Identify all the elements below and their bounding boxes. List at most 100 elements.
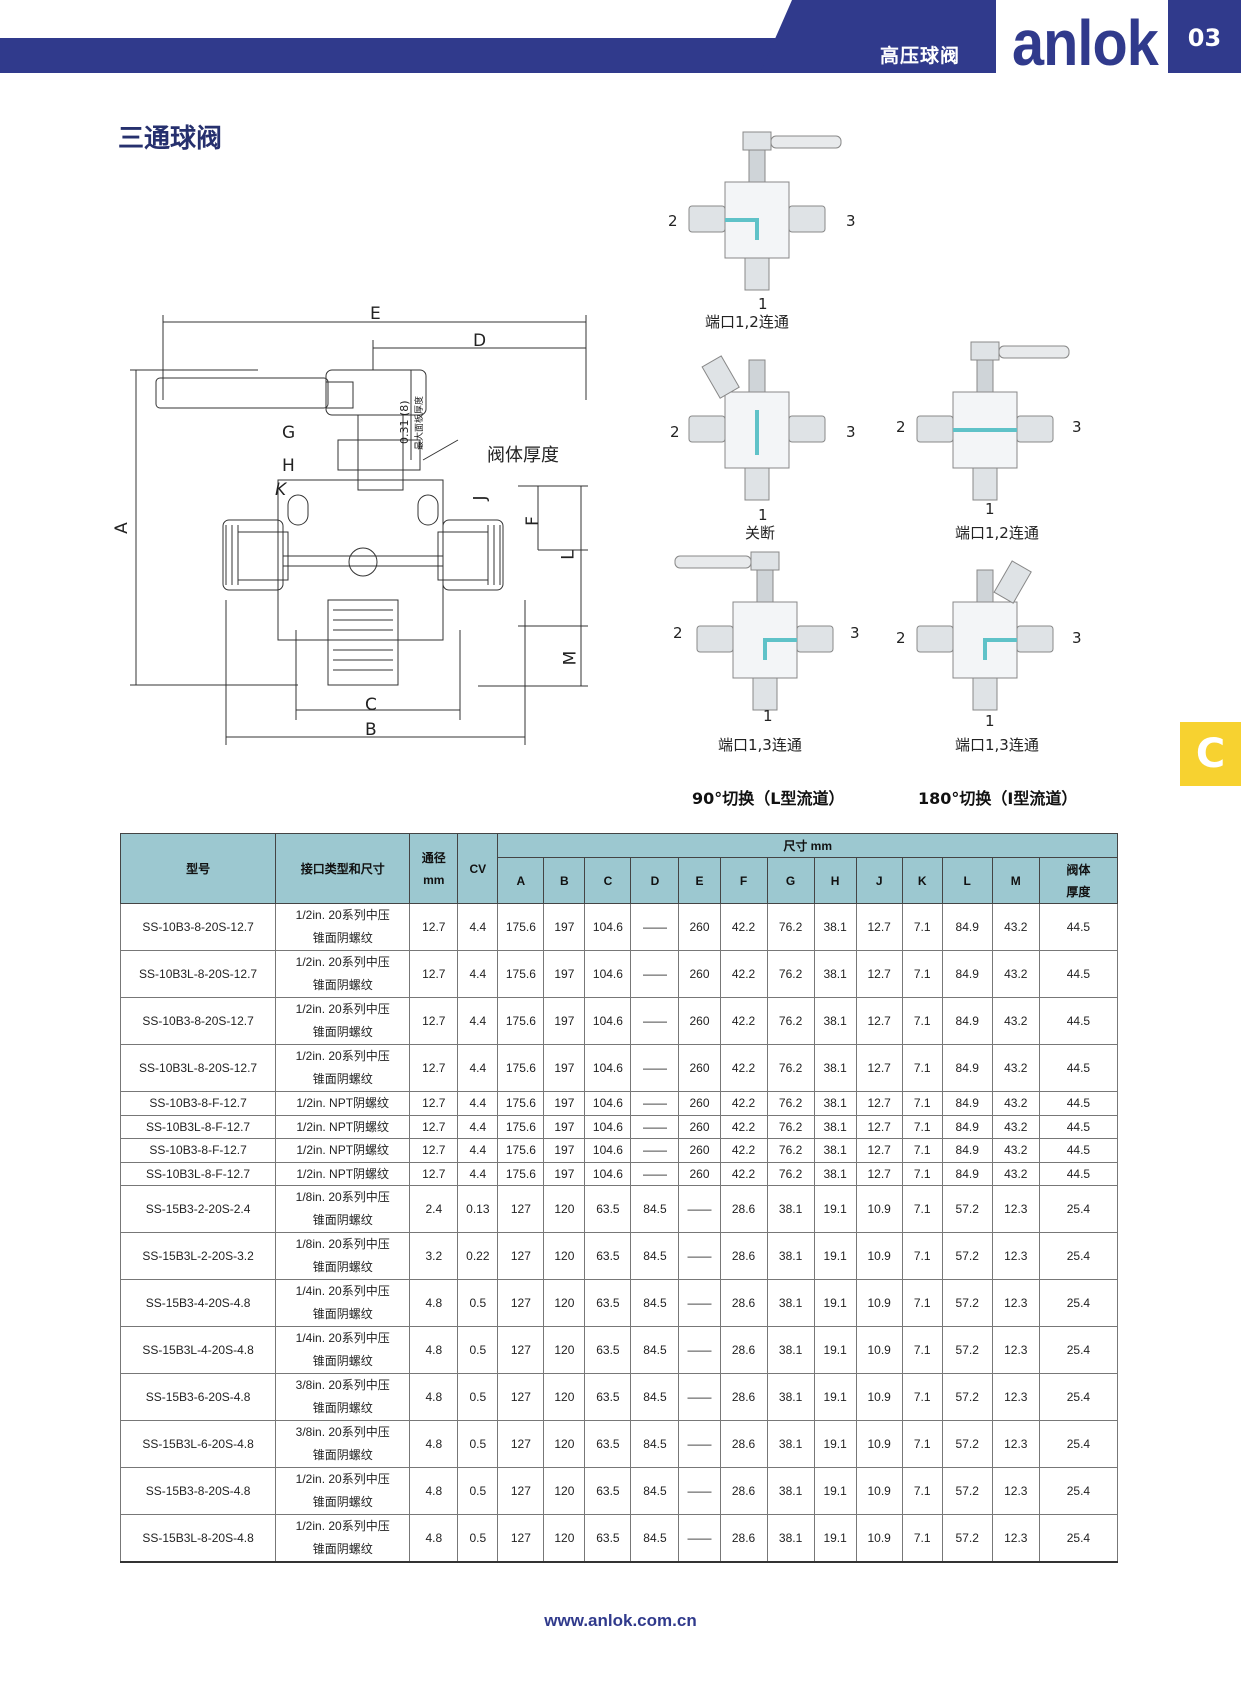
switch-label-90: 90°切换（L型流道） (692, 789, 845, 808)
cell-bore: 4.8 (409, 1420, 459, 1468)
valve-3-port-bottom: 1 (985, 500, 995, 518)
cell-dim: —— (630, 1114, 680, 1139)
cell-model: SS-10B3L-8-20S-12.7 (119, 1044, 277, 1092)
cell-dim: 175.6 (497, 1161, 545, 1186)
cell-connection-line1: 1/2in. NPT阴螺纹 (296, 1119, 390, 1134)
cell-dim: 12.7 (855, 997, 903, 1045)
cell-dim: —— (630, 1138, 680, 1163)
page-number: 03 (1168, 0, 1241, 73)
cell-dim: 12.3 (991, 1514, 1040, 1563)
valve-5-port-bottom: 1 (985, 712, 995, 730)
valve-2-port-bottom: 1 (758, 506, 768, 524)
cell-cv: 4.4 (457, 1044, 499, 1092)
cell-connection: 1/2in. 20系列中压锥面阴螺纹 (275, 950, 411, 998)
cell-dim: 12.7 (855, 1138, 903, 1163)
cell-connection: 1/2in. NPT阴螺纹 (275, 1091, 411, 1116)
cell-connection: 1/4in. 20系列中压锥面阴螺纹 (275, 1326, 411, 1374)
cell-bore: 4.8 (409, 1326, 459, 1374)
cell-body-thickness: 44.5 (1038, 1114, 1119, 1139)
cell-dim: 84.5 (630, 1326, 680, 1374)
cell-dim: —— (678, 1467, 721, 1515)
dim-label-g: G (282, 423, 296, 443)
cell-dim: 104.6 (584, 997, 632, 1045)
cell-model: SS-15B3L-8-20S-4.8 (119, 1514, 277, 1563)
valve-4-port-right: 3 (850, 624, 860, 642)
cell-dim: 7.1 (901, 1467, 943, 1515)
cell-dim: 127 (497, 1232, 545, 1280)
cell-bore: 4.8 (409, 1514, 459, 1563)
cell-dim: 43.2 (991, 950, 1040, 998)
cell-dim: 12.3 (991, 1420, 1040, 1468)
cell-dim: 175.6 (497, 997, 545, 1045)
valve-5-caption: 端口1,3连通 (955, 736, 1039, 754)
cell-dim: 84.9 (941, 1114, 993, 1139)
th-bore-unit: mm (423, 872, 445, 887)
cell-dim: 10.9 (855, 1232, 903, 1280)
cell-bore: 12.7 (409, 1091, 459, 1116)
cell-dim: 84.9 (941, 1091, 993, 1116)
th-dim-d: D (630, 857, 680, 904)
cell-bore: 3.2 (409, 1232, 459, 1280)
cell-body-thickness: 25.4 (1038, 1279, 1119, 1327)
cell-bore: 4.8 (409, 1373, 459, 1421)
cell-model: SS-10B3-8-F-12.7 (119, 1138, 277, 1163)
cell-dim: —— (630, 950, 680, 998)
cell-connection-line2: 锥面阴螺纹 (312, 931, 373, 945)
cell-cv: 4.4 (457, 1114, 499, 1139)
cell-model: SS-10B3-8-20S-12.7 (119, 903, 277, 951)
cell-connection-line2: 锥面阴螺纹 (312, 1448, 373, 1462)
cell-dim: 84.5 (630, 1185, 680, 1233)
cell-dim: 43.2 (991, 903, 1040, 951)
cell-dim: 84.9 (941, 1161, 993, 1186)
valve-4-port-left: 2 (673, 624, 683, 642)
cell-dim: 38.1 (813, 1044, 857, 1092)
cell-dim: 12.7 (855, 1091, 903, 1116)
cell-bore: 12.7 (409, 950, 459, 998)
cell-model: SS-15B3-8-20S-4.8 (119, 1467, 277, 1515)
cell-connection-line1: 1/8in. 20系列中压 (295, 1190, 390, 1204)
cell-connection-line2: 锥面阴螺纹 (312, 1072, 373, 1086)
cell-dim: 28.6 (719, 1514, 768, 1563)
cell-dim: 84.5 (630, 1373, 680, 1421)
cell-dim: 127 (497, 1185, 545, 1233)
cell-connection-line2: 锥面阴螺纹 (312, 1495, 373, 1509)
cell-dim: 63.5 (584, 1420, 632, 1468)
cell-cv: 0.5 (457, 1279, 499, 1327)
th-connection: 接口类型和尺寸 (275, 833, 411, 904)
cell-connection-line2: 锥面阴螺纹 (312, 1542, 373, 1556)
cell-dim: —— (630, 1091, 680, 1116)
cell-body-thickness: 44.5 (1038, 903, 1119, 951)
cell-dim: —— (678, 1185, 721, 1233)
cell-connection: 1/2in. 20系列中压锥面阴螺纹 (275, 1514, 411, 1563)
header-section-title: 高压球阀 (880, 45, 961, 67)
cell-dim: 197 (543, 1114, 586, 1139)
cell-dim: 197 (543, 903, 586, 951)
cell-model: SS-10B3L-8-F-12.7 (119, 1161, 277, 1186)
cell-cv: 0.5 (457, 1467, 499, 1515)
cell-cv: 0.5 (457, 1514, 499, 1563)
cell-dim: 120 (543, 1373, 586, 1421)
cell-dim: 38.1 (766, 1467, 815, 1515)
valve-1-port-right: 3 (846, 212, 856, 230)
cell-dim: 7.1 (901, 1514, 943, 1563)
cell-body-thickness: 44.5 (1038, 950, 1119, 998)
cell-dim: 63.5 (584, 1514, 632, 1563)
dim-label-d: D (473, 331, 487, 351)
cell-dim: 127 (497, 1373, 545, 1421)
cell-dim: 104.6 (584, 1114, 632, 1139)
cell-dim: 38.1 (766, 1232, 815, 1280)
cell-dim: 10.9 (855, 1467, 903, 1515)
cell-dim: 175.6 (497, 1114, 545, 1139)
cell-dim: 12.3 (991, 1373, 1040, 1421)
cell-dim: 28.6 (719, 1185, 768, 1233)
cell-body-thickness: 25.4 (1038, 1326, 1119, 1374)
cell-dim: 28.6 (719, 1467, 768, 1515)
cell-dim: 43.2 (991, 1044, 1040, 1092)
cell-dim: 43.2 (991, 1091, 1040, 1116)
